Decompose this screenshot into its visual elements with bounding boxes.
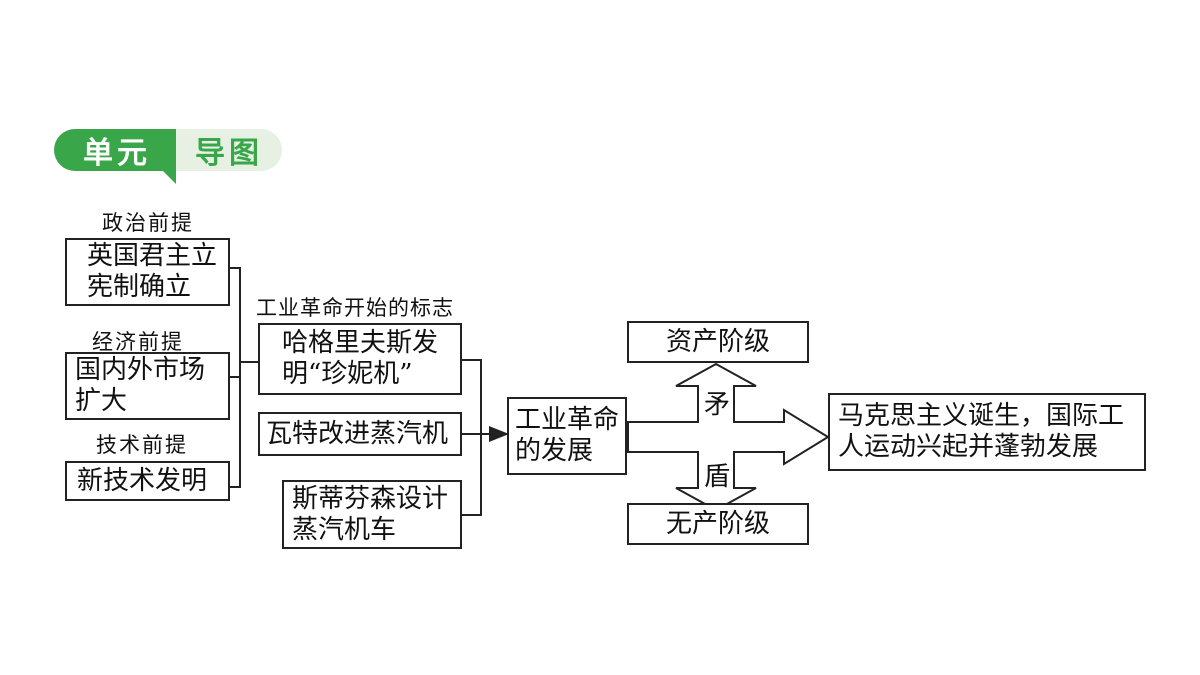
invention-bracket	[462, 359, 482, 516]
technical-text: 新技术发明	[77, 465, 208, 496]
conflict-bottom-text: 盾	[704, 462, 731, 492]
badge-tail	[160, 168, 176, 184]
economic-label: 经济前提	[92, 330, 184, 354]
conflict-top-text: 矛	[704, 390, 731, 420]
center-text: 工业革命 的发展	[515, 405, 620, 466]
center-box: 工业革命 的发展	[507, 397, 627, 475]
unit-badge: 单元	[54, 129, 180, 171]
technical-label: 技术前提	[96, 433, 188, 457]
map-badge: 导图	[176, 129, 282, 171]
political-text: 英国君主立 宪制确立	[87, 241, 218, 302]
proletariat-box: 无产阶级	[627, 503, 809, 545]
proletariat-text: 无产阶级	[665, 508, 770, 539]
economic-text: 国内外市场 扩大	[75, 355, 206, 416]
stephenson-text: 斯蒂芬森设计 蒸汽机车	[292, 483, 449, 545]
jenny-text: 哈格里夫斯发 明“珍妮机”	[282, 328, 439, 389]
bourgeoisie-text: 资产阶级	[665, 326, 770, 357]
watt-box: 瓦特改进蒸汽机	[258, 412, 462, 456]
political-box: 英国君主立 宪制确立	[65, 238, 230, 306]
political-label: 政治前提	[102, 211, 194, 235]
sign-label: 工业革命开始的标志	[256, 296, 454, 320]
result-box: 马克思主义诞生，国际工 人运动兴起并蓬勃发展	[828, 393, 1146, 471]
conflict-cross-arrow	[627, 362, 830, 512]
economic-box: 国内外市场 扩大	[65, 352, 230, 420]
bourgeoisie-box: 资产阶级	[627, 321, 809, 363]
jenny-box: 哈格里夫斯发 明“珍妮机”	[258, 323, 462, 395]
technical-box: 新技术发明	[65, 461, 230, 501]
result-text: 马克思主义诞生，国际工 人运动兴起并蓬勃发展	[838, 401, 1125, 462]
stephenson-box: 斯蒂芬森设计 蒸汽机车	[282, 480, 462, 549]
watt-text: 瓦特改进蒸汽机	[266, 418, 449, 449]
